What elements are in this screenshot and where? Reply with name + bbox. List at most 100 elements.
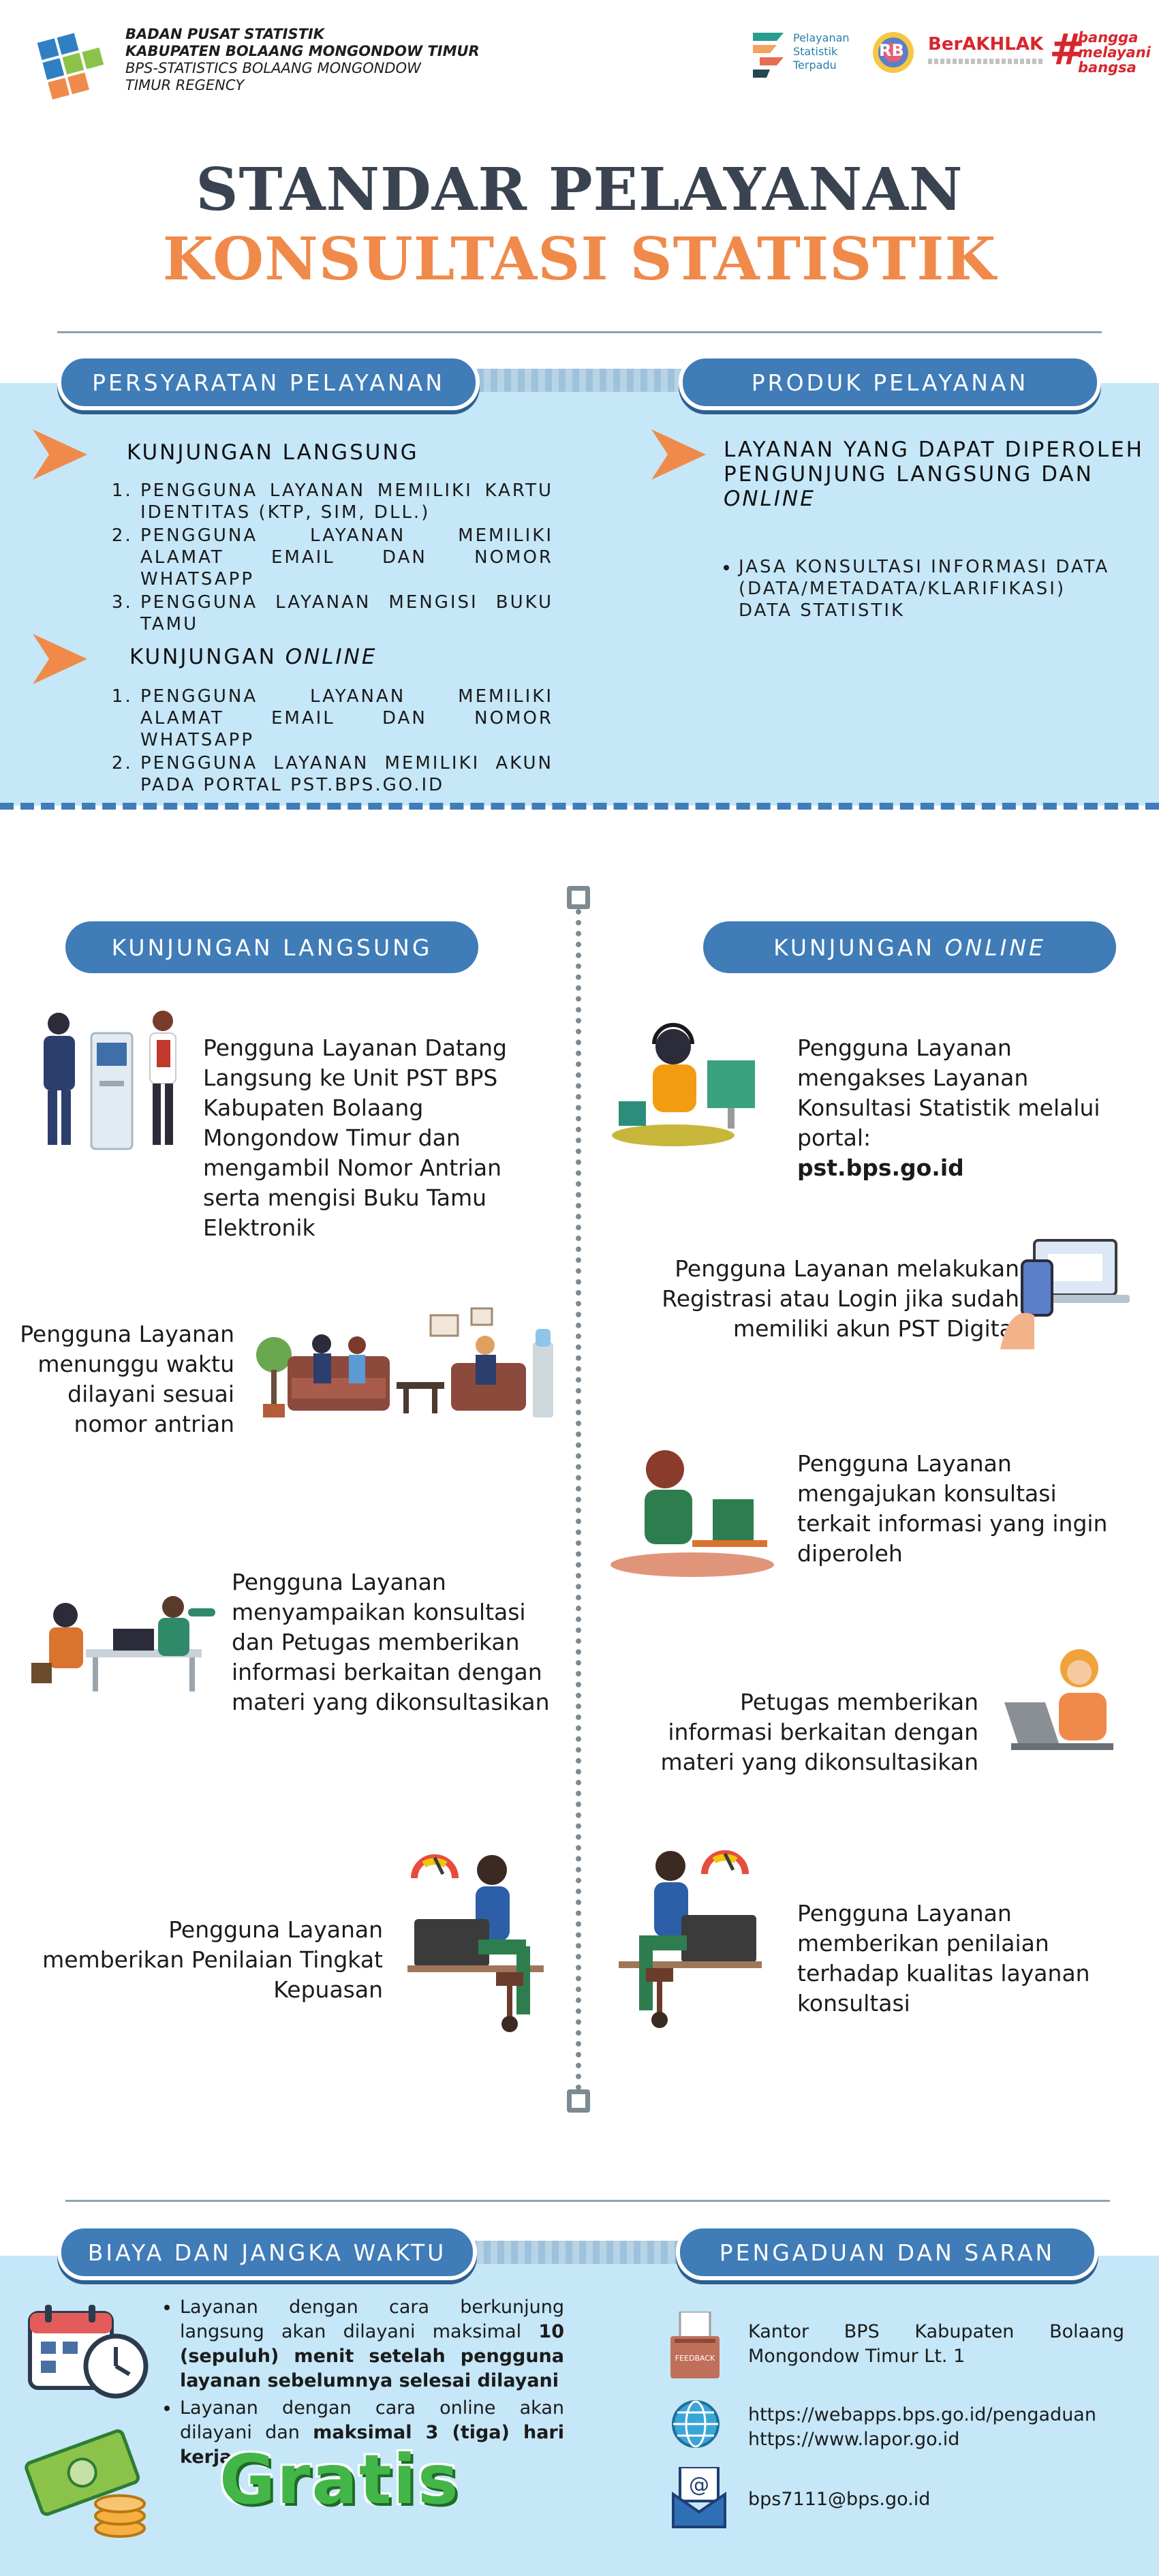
globe-icon <box>672 2400 720 2448</box>
products-list: JASA KONSULTASI INFORMASI DATA (DATA/MET… <box>718 556 1127 622</box>
bangga-line-2: melayani <box>1078 44 1151 61</box>
cost-b2-bold: maksimal 3 (tiga) hari kerja <box>180 2422 564 2468</box>
page-title-line-1: STANDAR PELAYANAN <box>196 155 963 224</box>
complaint-email[interactable]: bps7111@bps.go.id <box>748 2489 931 2510</box>
org-name: BADAN PUSAT STATISTIK KABUPATEN BOLAANG … <box>125 26 480 94</box>
money-icon <box>25 2429 146 2538</box>
bangga-line-3: bangsa <box>1078 59 1137 76</box>
arrow-right-icon <box>651 429 706 480</box>
phone-laptop-illustration <box>1000 1239 1130 1349</box>
partner-logos: Pelayanan Statistik Terpadu RB BerAKHLAK… <box>750 25 1151 80</box>
direct-visit-pill: KUNJUNGAN LANGSUNG <box>65 921 478 973</box>
list-item: PENGGUNA LAYANAN MEMILIKI KARTU IDENTITA… <box>140 480 553 523</box>
laptop-woman-illustration <box>1004 1649 1113 1750</box>
list-item: Layanan dengan cara online akan dilayani… <box>180 2396 564 2470</box>
pst-logo-line-1: Pelayanan <box>793 31 850 44</box>
svg-text:@: @ <box>689 2473 709 2497</box>
pill-connector <box>470 369 688 392</box>
rating-user-illustration <box>407 1854 544 2032</box>
complaint-pill: PENGADUAN DAN SARAN <box>676 2224 1098 2280</box>
pst-logo-line-2: Statistik <box>793 45 838 58</box>
timeline-end-node <box>567 2089 590 2113</box>
direct-step-3: Pengguna Layanan menyampaikan konsultasi… <box>232 1569 550 1715</box>
cost-b1-text: Layanan dengan cara berkunjung langsung … <box>180 2297 564 2342</box>
pst-logo-text: Pelayanan Statistik Terpadu <box>793 31 850 72</box>
online-step-1: Pengguna Layanan mengakses Layanan Konsu… <box>797 1033 1111 1183</box>
online-step-1-text: Pengguna Layanan mengakses Layanan Konsu… <box>797 1034 1100 1151</box>
org-line-3: BPS-STATISTICS BOLAANG MONGONDOW <box>125 60 421 76</box>
bangga-line-1: bangga <box>1078 29 1139 46</box>
rb-logo-icon <box>873 32 914 73</box>
complaint-url-2[interactable]: https://www.lapor.go.id <box>748 2429 960 2450</box>
bangga-melayani-bangsa: bangga melayani bangsa <box>1078 30 1151 75</box>
online-step-3: Pengguna Layanan mengajukan konsultasi t… <box>797 1450 1108 1567</box>
feedback-box-label: FEEDBACK <box>675 2354 715 2363</box>
pst-logo-line-3: Terpadu <box>793 59 837 72</box>
list-item: Layanan dengan cara berkunjung langsung … <box>180 2295 564 2393</box>
online-requirements-list: PENGGUNA LAYANAN MEMILIKI ALAMAT EMAIL D… <box>120 686 553 797</box>
waiting-room-illustration <box>256 1307 553 1417</box>
rating-user-illustration <box>619 1850 762 2028</box>
complaint-links: https://webapps.bps.go.id/pengaduan http… <box>748 2403 1096 2452</box>
phone-consultation-illustration <box>611 1450 774 1577</box>
direct-step-2: Pengguna Layanan menunggu waktu dilayani… <box>20 1321 234 1437</box>
call-center-illustration <box>612 1023 755 1146</box>
cost-pill: BIAYA DAN JANGKA WAKTU <box>57 2224 477 2280</box>
list-item: PENGGUNA LAYANAN MENGISI BUKU TAMU <box>140 592 553 635</box>
timeline-line <box>576 909 581 2091</box>
online-pill-prefix: KUNJUNGAN <box>773 934 936 961</box>
gratis-label: Gratis <box>219 2440 460 2519</box>
list-item: PENGGUNA LAYANAN MEMILIKI ALAMAT EMAIL D… <box>140 525 553 590</box>
online-visit-pill: KUNJUNGAN ONLINE <box>703 921 1116 973</box>
online-pill-italic: ONLINE <box>944 934 1046 961</box>
products-heading-line-1: LAYANAN YANG DAPAT DIPEROLEH <box>724 438 1144 462</box>
products-heading-line-2: PENGUNJUNG LANGSUNG DAN <box>724 462 1094 487</box>
cost-list: Layanan dengan cara berkunjung langsung … <box>159 2295 564 2472</box>
list-item: PENGGUNA LAYANAN MEMILIKI AKUN PADA PORT… <box>140 752 553 796</box>
direct-visit-heading: KUNJUNGAN LANGSUNG <box>127 440 419 465</box>
page-title-line-2: KONSULTASI STATISTIK <box>162 225 997 294</box>
berakhlak-logo: BerAKHLAK <box>928 34 1044 55</box>
products-heading: LAYANAN YANG DAPAT DIPEROLEH PENGUNJUNG … <box>724 438 1144 511</box>
requirements-pill: PERSYARATAN PELAYANAN <box>57 354 480 410</box>
office-address: Kantor BPS Kabupaten Bolaang Mongondow T… <box>748 2321 1124 2367</box>
bottom-divider <box>65 2200 1110 2202</box>
email-icon: @ <box>672 2467 726 2528</box>
direct-requirements-list: PENGGUNA LAYANAN MEMILIKI KARTU IDENTITA… <box>120 480 553 637</box>
org-line-2: KABUPATEN BOLAANG MONGONDOW TIMUR <box>125 43 480 59</box>
direct-step-1: Pengguna Layanan Datang Langsung ke Unit… <box>203 1034 507 1241</box>
consultation-illustration <box>31 1596 215 1691</box>
feedback-box-icon: FEEDBACK <box>670 2312 720 2378</box>
berakhlak-tagline <box>928 59 1044 64</box>
arrow-right-icon <box>33 634 87 684</box>
queue-machine-illustration <box>44 1011 176 1150</box>
dashed-divider <box>0 803 1159 810</box>
products-heading-line-3: ONLINE <box>724 487 816 511</box>
online-visit-heading: KUNJUNGAN ONLINE <box>129 645 377 669</box>
bottom-band <box>0 2256 1159 2576</box>
list-item: PENGGUNA LAYANAN MEMILIKI ALAMAT EMAIL D… <box>140 686 553 751</box>
online-step-2: Pengguna Layanan melakukan Registrasi at… <box>662 1255 1019 1342</box>
direct-step-4: Pengguna Layanan memberikan Penilaian Ti… <box>42 1916 383 2003</box>
requirements-band <box>0 383 1159 806</box>
online-heading-prefix: KUNJUNGAN <box>129 645 277 669</box>
title-divider <box>57 331 1102 333</box>
pst-logo-icon <box>753 33 784 78</box>
org-line-4: TIMUR REGENCY <box>125 77 245 93</box>
pill-connector <box>463 2241 688 2264</box>
online-step-4: Petugas memberikan informasi berkaitan d… <box>660 1689 978 1775</box>
online-heading-italic: ONLINE <box>285 645 377 669</box>
online-step-5: Pengguna Layanan memberikan penilaian te… <box>797 1900 1090 2017</box>
cost-b2-text: Layanan dengan cara online akan dilayani… <box>180 2397 564 2443</box>
portal-link[interactable]: pst.bps.go.id <box>797 1154 964 1181</box>
bps-logo-icon <box>37 33 104 100</box>
products-pill: PRODUK PELAYANAN <box>679 354 1101 410</box>
list-item: JASA KONSULTASI INFORMASI DATA (DATA/MET… <box>739 556 1127 622</box>
hashtag-icon: # <box>1049 25 1085 74</box>
rb-logo-text: RB <box>879 41 904 60</box>
timeline-start-node <box>567 886 590 909</box>
calendar-clock-icon <box>28 2305 149 2399</box>
cost-b1-bold: 10 (sepuluh) menit setelah pengguna laya… <box>180 2321 564 2391</box>
arrow-right-icon <box>33 429 87 480</box>
complaint-url-1[interactable]: https://webapps.bps.go.id/pengaduan <box>748 2404 1096 2425</box>
